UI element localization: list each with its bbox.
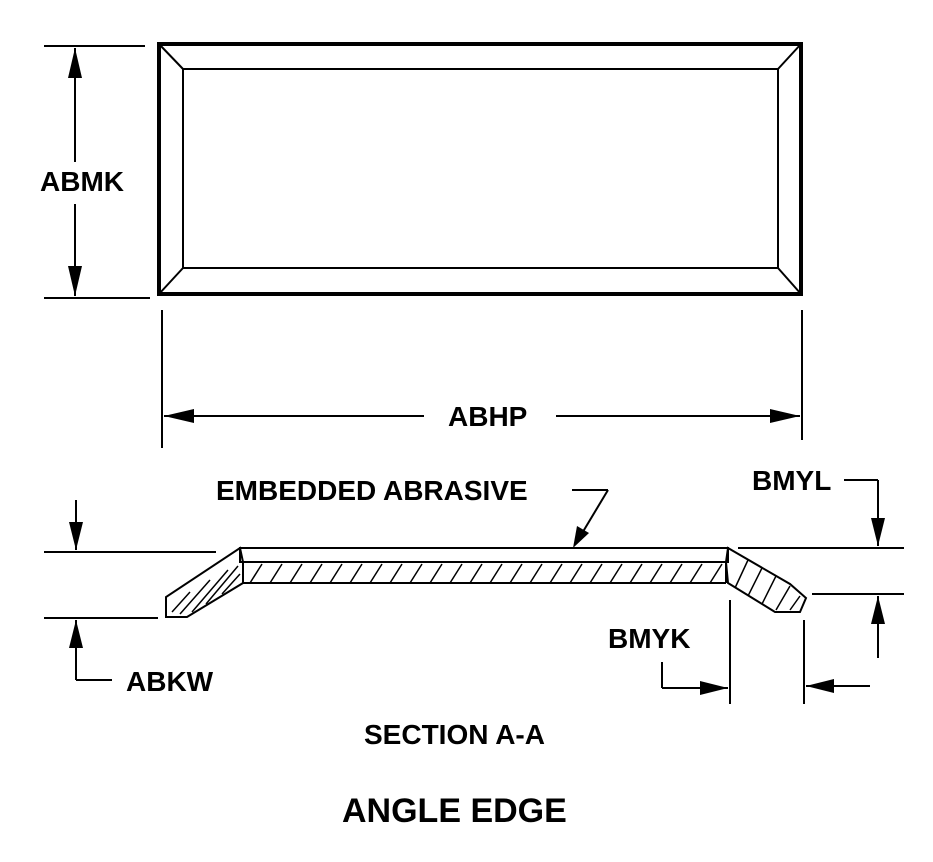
abkw-dimension [44,500,216,681]
section-caption: SECTION A-A [364,719,545,750]
right-edge-hatch [734,559,801,611]
abhp-dimension [161,310,803,448]
bmyk-dimension [661,600,870,704]
arrow-up-icon [68,48,82,78]
abhp-label: ABHP [448,401,527,432]
abmk-label: ABMK [40,166,124,197]
embedded-leader [572,489,609,548]
arrow-right-icon [770,409,800,423]
arrow-right-icon [700,681,728,695]
embedded-abrasive-label: EMBEDDED ABRASIVE [216,475,528,506]
abmk-dimension [44,45,150,299]
bmyl-dimension [738,479,904,658]
base-hatch [249,563,723,584]
arrow-left-icon [806,679,834,693]
arrow-down-icon [68,266,82,296]
section-profile [165,546,808,618]
bmyk-label: BMYK [608,623,690,654]
arrow-up-icon [69,620,83,648]
abkw-label: ABKW [126,666,214,697]
diagram-title: ANGLE EDGE [342,792,567,830]
leader-arrow-icon [573,526,589,548]
arrow-down-icon [69,522,83,550]
arrow-down-icon [871,518,885,546]
arrow-up-icon [871,596,885,624]
arrow-left-icon [164,409,194,423]
bmyl-label: BMYL [752,465,831,496]
top-view-plate [157,42,803,296]
left-edge-hatch [171,565,241,615]
